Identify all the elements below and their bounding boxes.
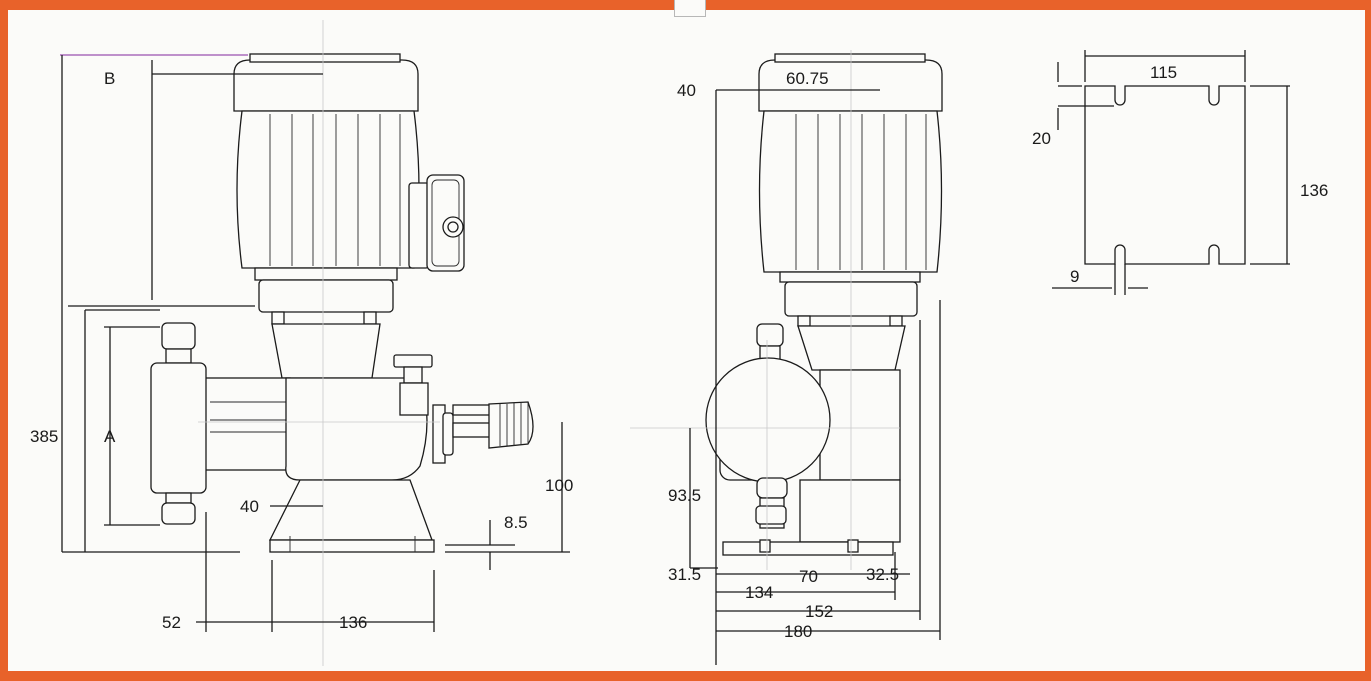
dim-base-thickness-8-5: 8.5 — [504, 513, 528, 532]
label-b: B — [104, 69, 115, 88]
front-view-pump — [705, 53, 943, 556]
dim-head-offset-52: 52 — [162, 613, 181, 632]
dim-plate-height-136: 136 — [1300, 181, 1328, 200]
dim-mid-span-70: 70 — [799, 567, 818, 586]
dim-plate-width-115: 115 — [1150, 63, 1177, 82]
dim-hole-span-134: 134 — [745, 583, 773, 602]
dim-axis-height-100: 100 — [545, 476, 573, 495]
dim-motor-half-60-75: 60.75 — [786, 69, 829, 88]
front-view-dimension-lines — [689, 89, 941, 665]
dim-overall-width-180: 180 — [784, 622, 812, 641]
dim-left-offset-31-5: 31.5 — [668, 565, 701, 584]
dim-base-width-152: 152 — [805, 602, 833, 621]
dim-top-offset-40: 40 — [677, 81, 696, 100]
dim-height-385: 385 — [30, 427, 58, 446]
label-a: A — [104, 427, 116, 446]
dim-slot-width-9: 9 — [1070, 267, 1079, 286]
side-view-dimension-lines — [60, 54, 570, 632]
front-view-center-lines — [630, 50, 900, 570]
top-tab — [674, 0, 706, 17]
side-view-center-lines — [198, 20, 440, 666]
dim-base-length-136: 136 — [339, 613, 367, 632]
base-plate-outline — [1084, 85, 1246, 265]
dim-axis-height-93-5: 93.5 — [668, 486, 701, 505]
dim-offset-40: 40 — [240, 497, 259, 516]
dim-right-offset-32-5: 32.5 — [866, 565, 899, 584]
base-plate-dimension-lines — [1052, 50, 1290, 295]
side-view-pump — [150, 53, 534, 553]
dim-slot-depth-20: 20 — [1032, 129, 1051, 148]
